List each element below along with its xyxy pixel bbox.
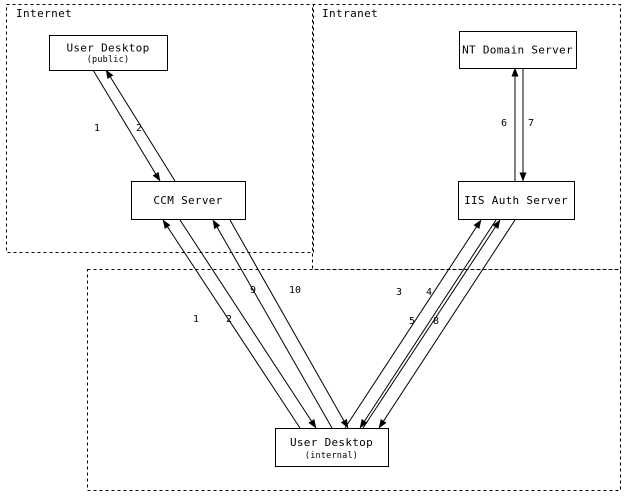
node-box-user-desktop-internal[interactable]: [274, 427, 390, 468]
node-iis-auth-server[interactable]: IIS Auth Server: [457, 180, 576, 221]
node-title-user-desktop-public: User Desktop: [66, 42, 149, 55]
node-box-iis-auth-server[interactable]: [457, 180, 576, 221]
zone-boundary-internal-lan: [87, 269, 621, 491]
flow-arrow-10-ccm-server-to-user-desktop-internal: [229, 219, 349, 429]
flow-arrow-2-ccm-server-to-user-desktop-public: [105, 69, 176, 182]
node-box-ccm-server[interactable]: [130, 180, 247, 221]
flow-step-label-3: 3: [396, 287, 402, 298]
node-title-ccm-server: CCM Server: [153, 194, 222, 207]
flow-step-label-2: 2: [226, 314, 232, 325]
node-ccm-server[interactable]: CCM Server: [130, 180, 247, 221]
flow-step-label-7: 7: [528, 118, 534, 129]
node-user-desktop-internal[interactable]: User Desktop (internal): [274, 427, 390, 468]
node-title-user-desktop-internal: User Desktop: [290, 436, 373, 449]
zone-label-intranet: Intranet: [322, 7, 378, 20]
flow-step-label-8: 8: [433, 316, 439, 327]
flow-arrow-3-user-desktop-internal-to-iis-auth-server: [344, 219, 482, 429]
node-user-desktop-public[interactable]: User Desktop(public): [48, 34, 169, 72]
flow-arrow-4-iis-auth-server-to-user-desktop-internal: [359, 219, 497, 429]
flow-step-label-6: 6: [501, 118, 507, 129]
flow-step-label-1: 1: [193, 314, 199, 325]
flow-step-label-1: 1: [94, 123, 100, 134]
zone-boundary-internet: [6, 4, 314, 253]
flow-arrow-1-user-desktop-internal-to-ccm-server: [162, 219, 301, 429]
flows-layer: [92, 67, 527, 429]
flow-step-label-5: 5: [409, 316, 415, 327]
node-title-nt-domain-server: NT Domain Server: [462, 44, 573, 57]
flow-arrow-5-user-desktop-internal-to-iis-auth-server: [362, 219, 501, 429]
zone-label-internet: Internet: [16, 7, 72, 20]
flow-step-label-9: 9: [250, 285, 256, 296]
node-box-user-desktop-public[interactable]: [48, 34, 169, 72]
flow-arrow-8-iis-auth-server-to-user-desktop-internal: [378, 219, 516, 429]
step-labels-layer: 1 2 1 2 3 4 5 8 6 7 9 10: [94, 118, 534, 327]
node-box-nt-domain-server[interactable]: [458, 30, 578, 70]
flow-arrow-2-ccm-server-to-user-desktop-internal: [179, 219, 317, 429]
flow-step-label-10: 10: [289, 285, 301, 296]
zones-layer: Internet Intranet: [6, 4, 621, 491]
node-nt-domain-server[interactable]: NT Domain Server: [458, 30, 578, 70]
node-title-iis-auth-server: IIS Auth Server: [464, 194, 568, 207]
flow-step-label-2: 2: [136, 123, 142, 134]
flow-arrow-9-user-desktop-internal-to-ccm-server: [212, 219, 333, 429]
node-subtitle-user-desktop-internal: (internal): [305, 451, 358, 461]
node-subtitle-user-desktop-public: (public): [87, 55, 130, 65]
flow-step-label-4: 4: [426, 287, 432, 298]
flow-arrow-1-user-desktop-public-to-ccm-server: [92, 69, 161, 182]
